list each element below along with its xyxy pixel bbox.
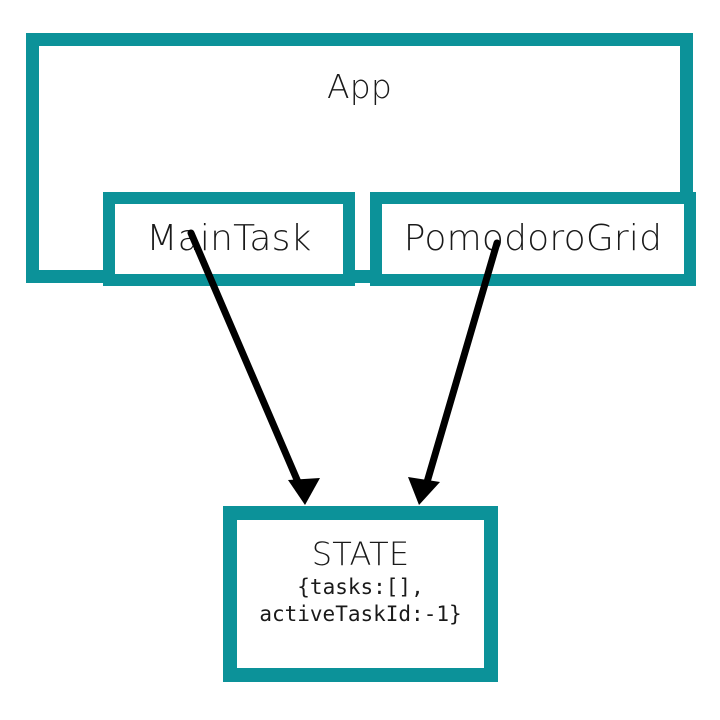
state-store-box[interactable]: STATE {tasks:[], activeTaskId:-1} bbox=[223, 506, 498, 682]
component-label-pomodorogrid: PomodoroGrid bbox=[403, 218, 663, 259]
component-box-pomodorogrid[interactable]: PomodoroGrid bbox=[370, 192, 696, 286]
app-container-box[interactable]: App MainTask PomodoroGrid bbox=[26, 33, 696, 286]
state-store-code-line-1: {tasks:[], bbox=[297, 575, 424, 599]
component-label-maintask: MainTask bbox=[146, 218, 312, 259]
state-store-code-line-2: activeTaskId:-1} bbox=[259, 602, 462, 626]
state-store-title: STATE bbox=[311, 535, 410, 573]
state-store-content: STATE {tasks:[], activeTaskId:-1} bbox=[237, 534, 484, 628]
app-container-label: App bbox=[326, 67, 393, 106]
component-box-maintask[interactable]: MainTask bbox=[103, 192, 355, 286]
